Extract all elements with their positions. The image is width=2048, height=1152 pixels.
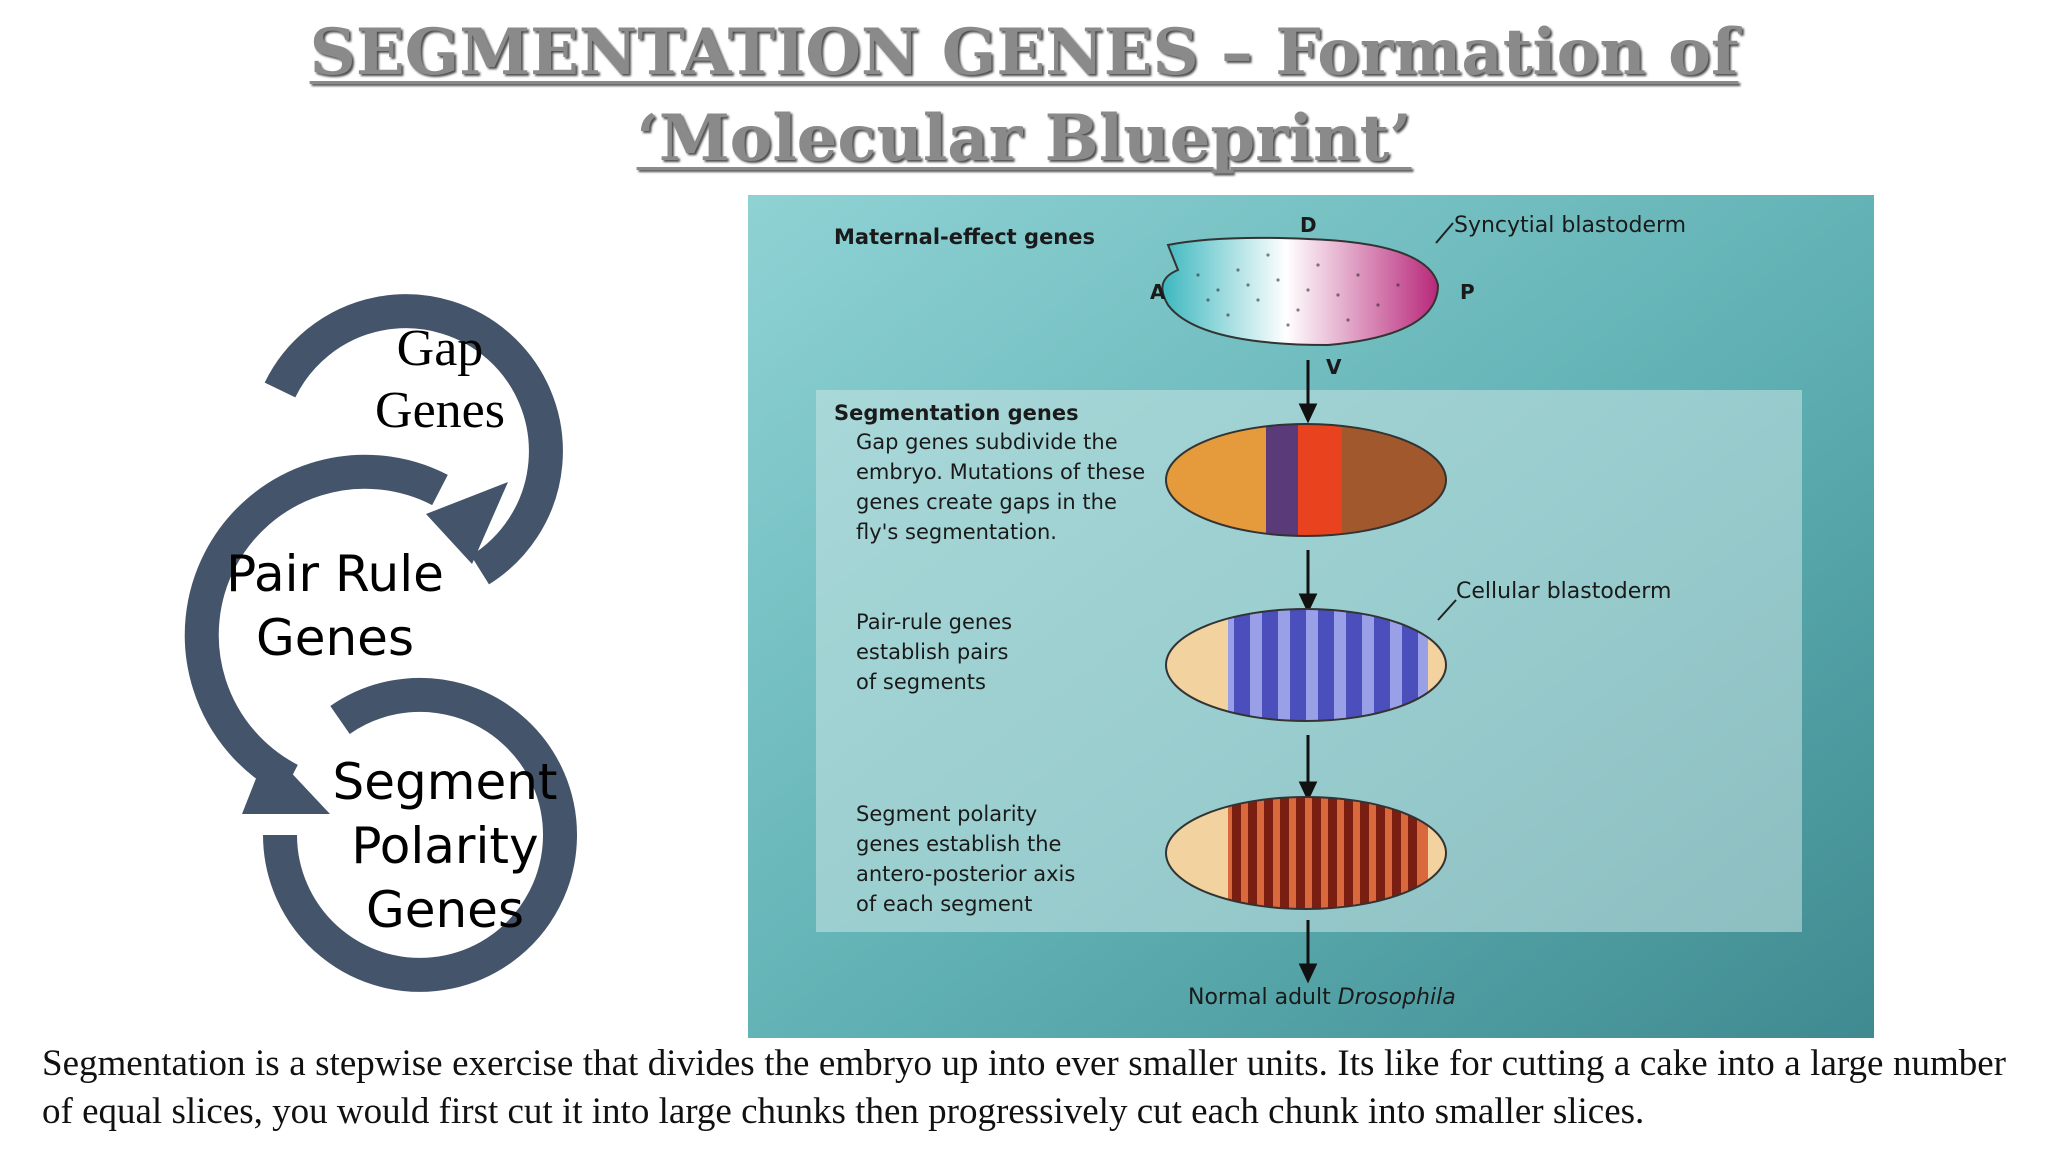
gap-genes-description: Gap genes subdivide the embryo. Mutation…	[856, 427, 1145, 547]
cycle-step-segment-polarity-genes: Segment Polarity Genes	[320, 750, 570, 942]
pair-rule-description: Pair-rule genes establish pairs of segme…	[856, 607, 1012, 697]
maternal-embryo-shape	[1161, 236, 1440, 347]
gap-genes-label-line2: Genes	[375, 382, 505, 439]
maternal-effect-label: Maternal-effect genes	[834, 225, 1096, 249]
pair-rule-embryo-outline	[1165, 608, 1447, 722]
pair-rule-text-line: of segments	[856, 670, 986, 694]
syncytial-blastoderm-label: Syncytial blastoderm	[1454, 213, 1687, 238]
pair-rule-text-line: Pair-rule genes	[856, 610, 1013, 634]
cellular-pointer-line	[1437, 599, 1457, 621]
gap-text-line: embryo. Mutations of these	[856, 460, 1146, 484]
down-arrow-3-icon	[1298, 781, 1318, 802]
cycle-step-gap-genes: Gap Genes	[330, 318, 550, 442]
segment-polarity-label-line3: Genes	[365, 881, 524, 939]
gap-text-line: Gap genes subdivide the	[856, 430, 1118, 454]
gap-genes-arc	[264, 294, 563, 585]
segment-polarity-genes-arc	[263, 677, 577, 992]
title-line-2: ‘Molecular Blueprint’	[636, 101, 1412, 176]
gene-cascade-cycle-diagram	[184, 294, 577, 992]
ventral-label: V	[1326, 355, 1342, 379]
cellular-blastoderm-label: Cellular blastoderm	[1456, 579, 1672, 604]
gap-genes-label-line1: Gap	[396, 320, 484, 377]
down-arrow-1-icon	[1298, 403, 1318, 424]
segment-polarity-embryo	[1166, 797, 1446, 909]
syncytial-pointer-line	[1435, 222, 1454, 244]
drosophila-italic: Drosophila	[1337, 985, 1456, 1010]
gap-genes-embryo-outline	[1165, 423, 1447, 537]
figure-artwork	[748, 195, 1874, 1038]
anterior-label: A	[1150, 280, 1166, 304]
down-arrow-2-icon	[1298, 593, 1318, 614]
segmentation-genes-heading: Segmentation genes	[834, 401, 1079, 425]
gap-text-line: fly's segmentation.	[856, 520, 1057, 544]
segment-polarity-embryo-outline	[1165, 796, 1447, 910]
slide-caption: Segmentation is a stepwise exercise that…	[42, 1043, 2006, 1132]
segment-polarity-label-line1: Segment	[332, 753, 558, 811]
cycle-step-pair-rule-genes: Pair Rule Genes	[210, 542, 460, 670]
gap-text-line: genes create gaps in the	[856, 490, 1117, 514]
dorsal-label: D	[1300, 213, 1317, 237]
segment-polarity-text-line: Segment polarity	[856, 802, 1038, 826]
arrowhead-2-icon	[242, 748, 330, 814]
drosophila-segmentation-figure: Maternal-effect genes D A P V Syncytial …	[748, 195, 1874, 1038]
slide-title: SEGMENTATION GENES – Formation of ‘Molec…	[0, 10, 2048, 182]
segment-polarity-label-line2: Polarity	[351, 817, 539, 875]
title-line-1: SEGMENTATION GENES – Formation of	[309, 15, 1739, 90]
down-arrow-4-icon	[1298, 963, 1318, 984]
segment-polarity-text-line: genes establish the	[856, 832, 1062, 856]
pair-rule-embryo	[1166, 609, 1446, 721]
normal-adult-label: Normal adult Drosophila	[1188, 985, 1456, 1010]
segment-polarity-text-line: antero-posterior axis	[856, 862, 1076, 886]
pair-rule-label-line1: Pair Rule	[226, 545, 444, 603]
segment-polarity-description: Segment polarity genes establish the ant…	[856, 799, 1075, 919]
segment-polarity-text-line: of each segment	[856, 892, 1033, 916]
posterior-label: P	[1460, 280, 1475, 304]
pair-rule-genes-arc	[184, 454, 448, 796]
pair-rule-text-line: establish pairs	[856, 640, 1009, 664]
pair-rule-label-line2: Genes	[255, 609, 414, 667]
arrowhead-1-icon	[426, 482, 508, 564]
normal-adult-prefix: Normal adult	[1188, 985, 1338, 1010]
maternal-embryo-stipple	[1196, 253, 1400, 327]
